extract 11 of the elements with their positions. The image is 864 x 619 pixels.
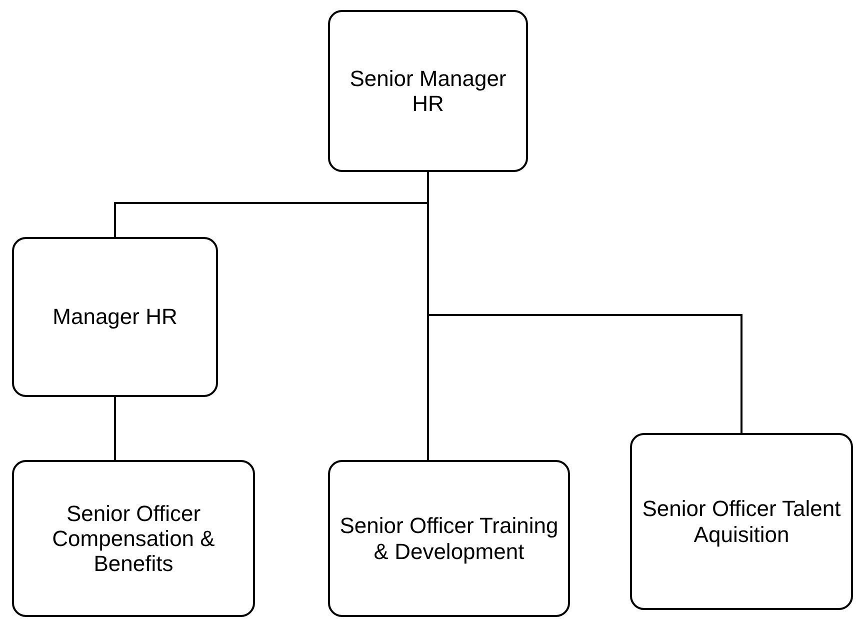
position-title: Senior Officer Training & Development: [338, 513, 560, 564]
position-title: Senior Officer Compensation & Benefits: [51, 500, 216, 576]
position-box: [328, 10, 528, 172]
position-box: [630, 433, 853, 610]
position-title: Senior Officer Talent Aquisition: [641, 496, 842, 547]
position-title: Manager HR: [52, 304, 178, 330]
position-box: [12, 237, 218, 397]
connector-line: [114, 397, 116, 460]
position-title: Senior Manager HR: [348, 66, 508, 116]
position-box: [12, 460, 255, 617]
position-box: [328, 460, 570, 617]
